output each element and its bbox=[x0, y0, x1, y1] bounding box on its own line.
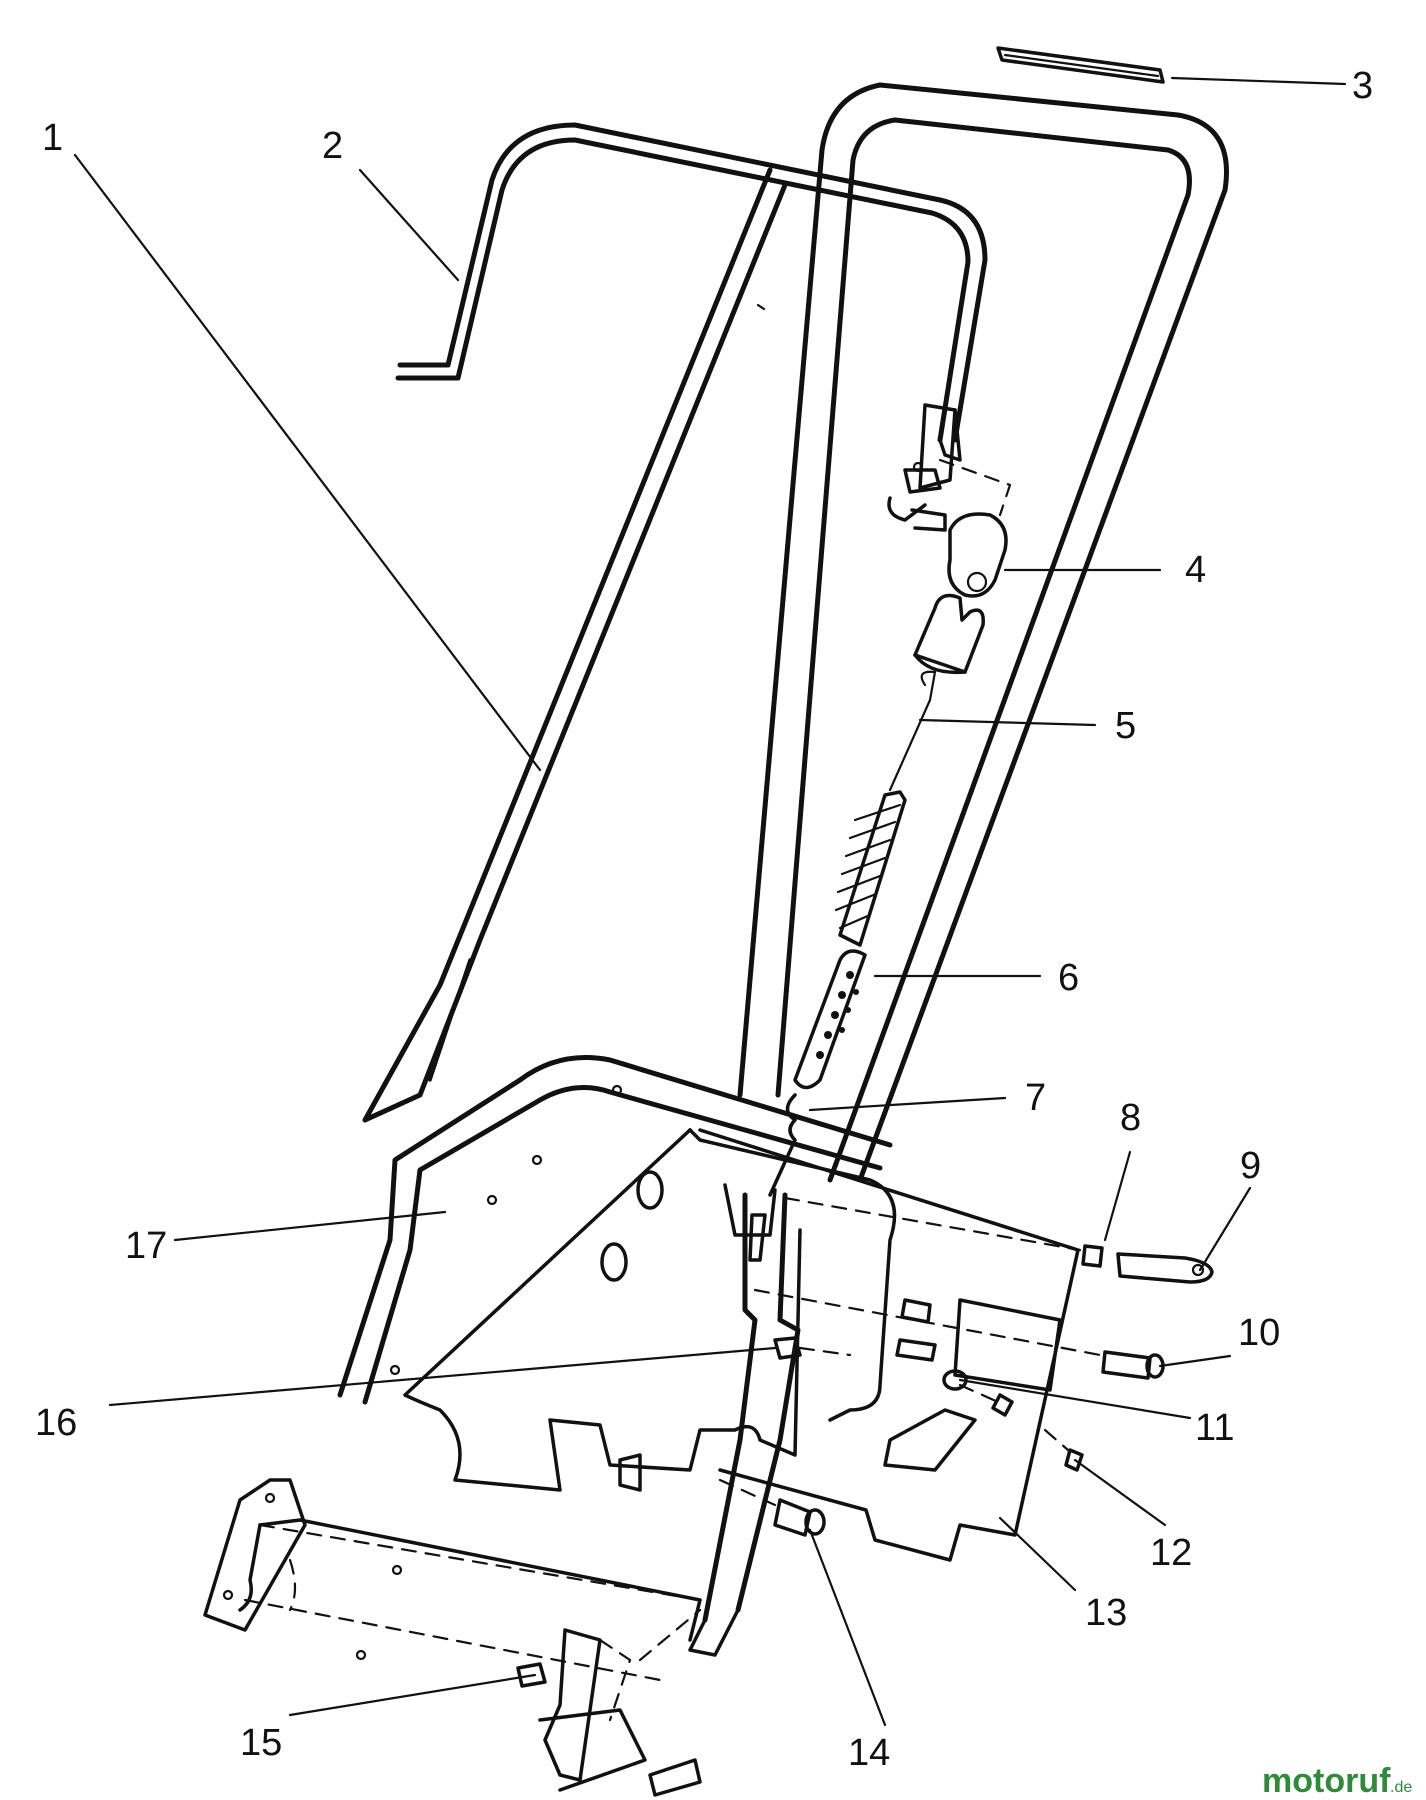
lower-channel-bracket bbox=[203, 1478, 702, 1797]
callout-7: 7 bbox=[1025, 1077, 1046, 1119]
callout-6: 6 bbox=[1058, 957, 1079, 999]
watermark-brand: motoruf bbox=[1262, 1762, 1391, 1800]
part-5-spring bbox=[834, 670, 937, 947]
callout-9: 9 bbox=[1240, 1145, 1261, 1187]
callout-13: 13 bbox=[1085, 1592, 1127, 1634]
part-4-bushing bbox=[947, 512, 1008, 598]
callout-8: 8 bbox=[1120, 1097, 1141, 1139]
leader-lines bbox=[73, 76, 1347, 1727]
callout-5: 5 bbox=[1115, 705, 1136, 747]
lower-handle-frame bbox=[337, 1055, 893, 1405]
bail-rod bbox=[395, 122, 988, 462]
motoruf-watermark-logo: motoruf .de bbox=[1262, 1762, 1412, 1800]
part-10-12-hardware bbox=[753, 1288, 1165, 1472]
callout-11: 11 bbox=[1195, 1407, 1234, 1449]
left-handle-rod bbox=[362, 167, 788, 1123]
mounting-plate bbox=[403, 1128, 1080, 1562]
part-6-adjust-bar bbox=[793, 949, 867, 1090]
pivot-bracket bbox=[887, 403, 1012, 532]
lower-tube-section bbox=[688, 1192, 801, 1657]
callout-3: 3 bbox=[1352, 65, 1373, 107]
upper-handle bbox=[737, 82, 1229, 1183]
callout-1: 1 bbox=[42, 117, 63, 159]
watermark-tld: .de bbox=[1390, 1779, 1412, 1796]
part-3-pin bbox=[996, 46, 1165, 84]
callout-12: 12 bbox=[1150, 1532, 1192, 1574]
part-7-clip bbox=[768, 1093, 797, 1197]
callout-4: 4 bbox=[1185, 549, 1206, 591]
callout-10: 10 bbox=[1238, 1312, 1280, 1354]
callout-16: 16 bbox=[35, 1402, 77, 1444]
callout-2: 2 bbox=[322, 125, 343, 167]
part-14-bolt bbox=[718, 1478, 826, 1537]
spring-holder bbox=[913, 593, 985, 675]
callout-15: 15 bbox=[240, 1722, 282, 1764]
part-8-9-hardware bbox=[783, 1196, 1214, 1284]
callout-14: 14 bbox=[848, 1732, 890, 1774]
callout-17: 17 bbox=[125, 1225, 167, 1267]
part-16-nut bbox=[773, 1336, 852, 1360]
callout-labels: 1 2 3 4 5 6 7 8 9 10 11 12 13 14 15 16 1… bbox=[35, 65, 1373, 1774]
